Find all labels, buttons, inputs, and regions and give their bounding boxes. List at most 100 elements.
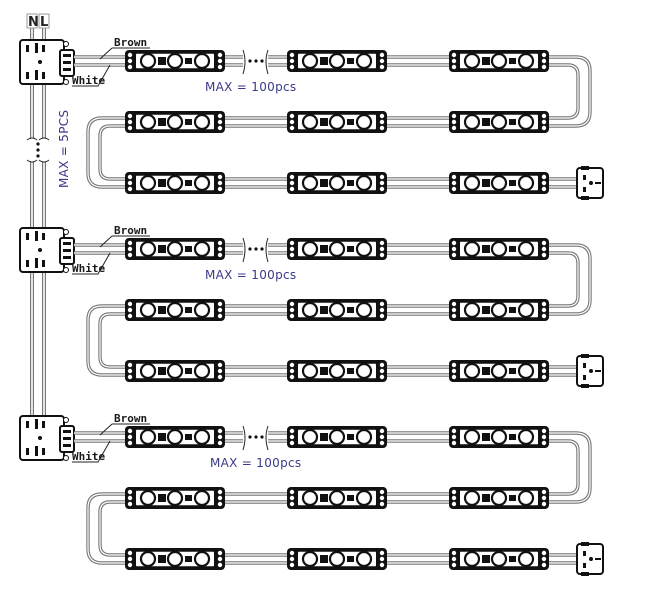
led-module: [447, 236, 551, 262]
led-module: [285, 48, 389, 74]
continuation-dot: [260, 59, 264, 63]
continuation-dot: [248, 59, 252, 63]
continuation-dot: [260, 247, 264, 251]
end-plug-connector: [576, 165, 604, 201]
feed-wire: [74, 243, 125, 255]
white-leader-line: [72, 64, 111, 87]
junction-box: [19, 39, 75, 86]
power-input-terminals: N L: [26, 13, 50, 30]
wire-segment: [387, 431, 449, 443]
group-max-label: MAX = 100pcs: [210, 456, 301, 470]
brown-leader-line: [99, 235, 150, 248]
led-module: [447, 170, 551, 196]
u-turn-wire-left: [86, 492, 125, 565]
group-max-label: MAX = 100pcs: [205, 268, 296, 282]
continuation-dot: [254, 247, 258, 251]
wire-segment: [225, 304, 287, 316]
u-turn-wire-left: [86, 304, 125, 377]
u-turn-wire-right: [549, 55, 592, 128]
led-module: [285, 424, 389, 450]
wire-segment: [225, 55, 243, 67]
led-module: [285, 485, 389, 511]
led-module: [447, 485, 551, 511]
led-module: [123, 358, 227, 384]
junction-box: [19, 227, 75, 274]
brown-wire-label: Brown: [114, 36, 147, 49]
led-module: [123, 48, 227, 74]
led-module: [447, 297, 551, 323]
led-module: [123, 170, 227, 196]
wire-segment: [268, 55, 287, 67]
led-module: [285, 236, 389, 262]
led-module: [447, 109, 551, 135]
led-module: [285, 109, 389, 135]
white-wire-label: White: [72, 450, 105, 463]
white-leader-line: [72, 440, 111, 463]
terminal-l-label: L: [40, 15, 48, 30]
end-plug-connector: [576, 353, 604, 389]
continuation-dot: [260, 435, 264, 439]
led-module: [123, 297, 227, 323]
white-leader-line: [72, 252, 111, 275]
led-module: [123, 236, 227, 262]
continuation-dot: [36, 142, 40, 146]
terminal-n-label: N: [28, 15, 39, 30]
wire-segment: [387, 553, 449, 565]
wire-segment: [268, 243, 287, 255]
u-turn-wire-right: [549, 431, 592, 504]
led-module: [123, 424, 227, 450]
wire-segment: [225, 431, 243, 443]
wire-segment: [225, 116, 287, 128]
end-wire: [549, 365, 578, 377]
wire-segment: [225, 243, 243, 255]
led-module: [447, 424, 551, 450]
continuation-dot: [248, 247, 252, 251]
led-module: [285, 546, 389, 572]
led-module: [285, 358, 389, 384]
feed-wire: [74, 431, 125, 443]
white-wire-label: White: [72, 262, 105, 275]
wire-segment: [387, 116, 449, 128]
wire-segment: [387, 304, 449, 316]
end-wire: [549, 177, 578, 189]
wire-segment: [387, 177, 449, 189]
continuation-dot: [254, 435, 258, 439]
wire-segment: [225, 365, 287, 377]
u-turn-wire-right: [549, 243, 592, 316]
led-module: [285, 170, 389, 196]
continuation-dot: [36, 148, 40, 152]
brown-leader-line: [99, 423, 150, 436]
led-module: [123, 109, 227, 135]
led-module: [123, 546, 227, 572]
continuation-dot: [254, 59, 258, 63]
brown-wire-label: Brown: [114, 412, 147, 425]
wire-segment: [225, 177, 287, 189]
junction-box: [19, 415, 75, 462]
wire-segment: [225, 553, 287, 565]
end-plug-connector: [576, 541, 604, 577]
feed-wire: [74, 55, 125, 67]
led-module: [123, 485, 227, 511]
wire-segment: [268, 431, 287, 443]
wire-segment: [387, 365, 449, 377]
wire-segment: [387, 243, 449, 255]
brown-leader-line: [99, 47, 150, 60]
brown-wire-label: Brown: [114, 224, 147, 237]
led-module: [285, 297, 389, 323]
continuation-dot: [248, 435, 252, 439]
led-module: [447, 358, 551, 384]
wire-segment: [225, 492, 287, 504]
led-module: [447, 48, 551, 74]
end-wire: [549, 553, 578, 565]
continuation-dot: [36, 154, 40, 158]
wire-segment: [387, 492, 449, 504]
led-module: [447, 546, 551, 572]
white-wire-label: White: [72, 74, 105, 87]
wire-segment: [387, 55, 449, 67]
group-max-label: MAX = 100pcs: [205, 80, 296, 94]
trunk-max-label: MAX = 5PCS: [57, 110, 71, 188]
